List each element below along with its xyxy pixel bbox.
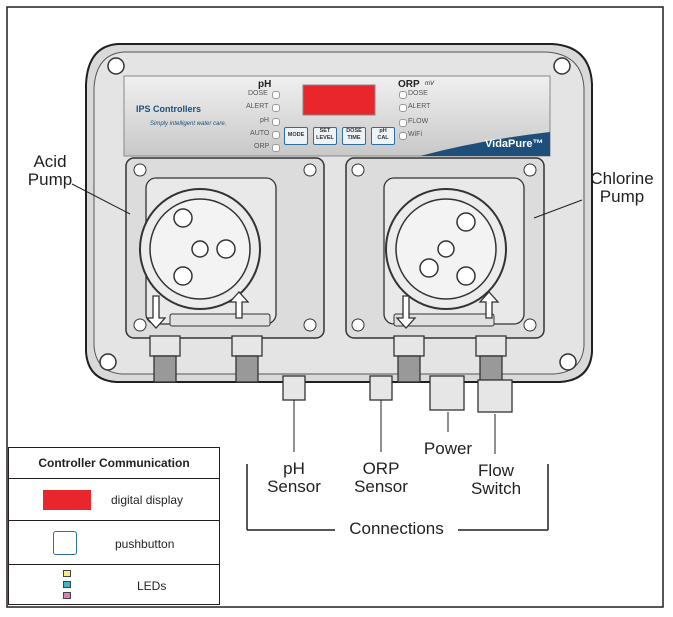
- connection-fittings: [282, 375, 513, 413]
- acid-pump: [125, 157, 325, 339]
- led-indicator-alert: [272, 104, 280, 112]
- mode-button[interactable]: MODE: [284, 127, 308, 145]
- legend-swatch-led-teal: [63, 581, 71, 588]
- legend-swatch-display: [43, 490, 91, 510]
- outer-frame: [6, 6, 664, 608]
- led-label-auto: AUTO: [250, 130, 270, 137]
- led-label-wifi: WiFi: [408, 131, 422, 138]
- led-indicator-dose: [272, 91, 280, 99]
- led-label-orp-alert: ALERT: [408, 103, 431, 110]
- led-label-orp-dose: DOSE: [408, 90, 428, 97]
- brand-logo-text: IPS Controllers: [136, 104, 202, 114]
- acid-pump-label: Acid Pump: [27, 152, 73, 189]
- legend-title: Controller Communication: [38, 456, 190, 470]
- orp-sensor-label: ORP Sensor: [354, 459, 408, 496]
- legend-box: Controller Communication digital display…: [8, 447, 220, 605]
- product-name: VidaPure™: [485, 138, 544, 150]
- legend-swatch-pushbutton: [53, 531, 77, 555]
- orp-unit: mV: [425, 81, 434, 87]
- led-label-dose: DOSE: [248, 90, 268, 97]
- led-indicator-wifi: [399, 132, 407, 140]
- connections-bracket: [246, 464, 549, 531]
- chlorine-pump: [345, 157, 545, 339]
- legend-swatch-led-yellow: [63, 570, 71, 577]
- flow-switch-label: Flow Switch: [470, 461, 522, 498]
- legend-row-display: digital display: [9, 478, 219, 521]
- legend-label-pushbutton: pushbutton: [115, 537, 175, 551]
- led-indicator-orp: [272, 144, 280, 152]
- legend-label-leds: LEDs: [137, 579, 167, 593]
- led-indicator-ph: [272, 118, 280, 126]
- led-indicator-orp-dose: [399, 91, 407, 99]
- led-label-flow: FLOW: [408, 118, 429, 125]
- legend-swatch-led-pink: [63, 592, 71, 599]
- orp-header: ORP: [398, 79, 420, 90]
- led-label-orp: ORP: [254, 143, 270, 150]
- led-indicator-flow: [399, 119, 407, 127]
- led-label-ph: pH: [260, 117, 269, 124]
- control-panel: [123, 75, 551, 157]
- ph-header: pH: [258, 79, 272, 90]
- led-indicator-orp-alert: [399, 104, 407, 112]
- led-label-alert: ALERT: [246, 103, 269, 110]
- brand-tagline: Simply intelligent water care.: [150, 121, 227, 127]
- legend-row-pushbutton: pushbutton: [9, 520, 219, 565]
- power-label: Power: [423, 439, 473, 458]
- chlorine-pump-label: Chlorine Pump: [590, 169, 654, 206]
- leader-lines: [71, 183, 583, 454]
- ph-sensor-label: pH Sensor: [267, 459, 321, 496]
- pump-fittings: [149, 335, 507, 383]
- legend-label-display: digital display: [111, 493, 184, 507]
- connections-label: Connections: [349, 519, 444, 538]
- legend-row-leds: LEDs: [9, 564, 219, 605]
- digital-display: [302, 84, 376, 116]
- led-indicator-auto: [272, 131, 280, 139]
